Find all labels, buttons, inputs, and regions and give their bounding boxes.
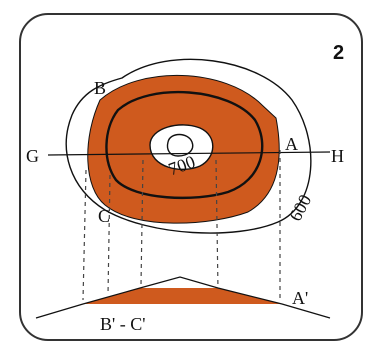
label-c: C	[98, 206, 110, 226]
label-a-prime: A'	[292, 288, 308, 308]
summit-contour-line	[166, 133, 194, 157]
panel-number: 2	[333, 42, 344, 64]
label-g: G	[26, 146, 39, 166]
outer-contour-line	[65, 58, 312, 234]
label-b-c-prime: B' - C'	[100, 314, 146, 334]
projection-dash-4	[215, 159, 219, 291]
summit-white-area	[149, 124, 214, 170]
label-b: B	[94, 78, 106, 98]
cross-section-outline	[35, 276, 331, 319]
projection-dash-1	[82, 169, 87, 301]
projection-dash-3	[140, 159, 144, 286]
projection-dashes	[82, 150, 281, 302]
label-h: H	[331, 146, 344, 166]
label-a: A	[285, 134, 298, 154]
middle-contour-line	[105, 90, 264, 200]
profile-line-gh	[47, 151, 331, 156]
